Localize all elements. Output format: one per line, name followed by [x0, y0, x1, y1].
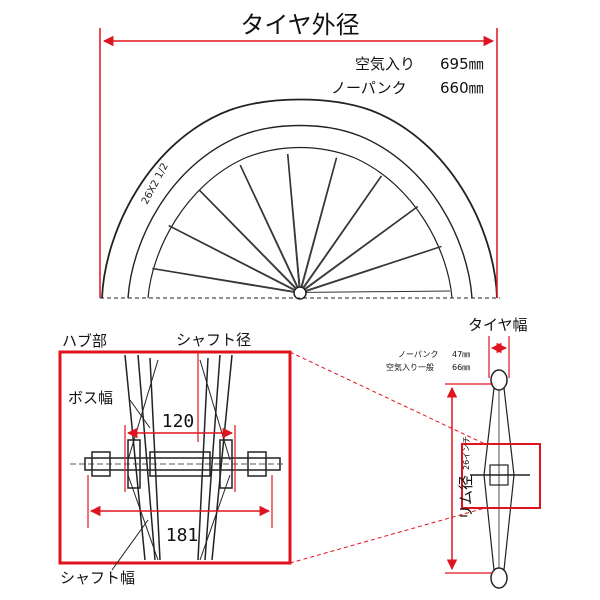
spoke	[305, 245, 442, 292]
spec-label-airless: ノーパンク	[331, 79, 407, 97]
spoke	[168, 225, 295, 291]
width-label-pneumatic: 空気入り一般	[386, 362, 434, 372]
spoke	[301, 157, 338, 288]
tire-marking: 26X2 1/2	[140, 161, 171, 206]
spoke	[198, 189, 296, 290]
tire-bottom	[490, 567, 508, 589]
spoke	[305, 290, 450, 293]
boss-width-label: ボス幅	[68, 389, 113, 407]
spoke	[152, 267, 295, 292]
hub-drawing	[70, 354, 286, 561]
spec-value-pneumatic: 695㎜	[440, 55, 484, 73]
spoke	[198, 189, 297, 289]
hub-detail-frame	[58, 350, 292, 565]
spoke	[286, 153, 300, 288]
spec-label-pneumatic: 空気入り	[355, 55, 415, 73]
spoke	[300, 157, 337, 288]
spoke	[304, 206, 419, 291]
outer-diameter-specs: 空気入り 695㎜ ノーパンク 660㎜	[331, 55, 484, 97]
shaft-width-label: シャフト幅	[60, 569, 135, 587]
boss-width-value: 120	[162, 411, 195, 432]
tire-width-specs: ノーパンク 47㎜ 空気入り一般 66㎜	[386, 350, 470, 372]
spoke	[239, 164, 298, 288]
rim-diameter-label: リム径 26インチ	[457, 436, 475, 520]
tire-width-label: タイヤ幅	[468, 316, 528, 334]
width-label-airless: ノーパンク	[398, 350, 438, 359]
right-nut	[247, 451, 267, 477]
title: タイヤ外径	[240, 11, 359, 39]
rim-label: リム径	[457, 475, 475, 520]
hub-detail-box: 120 181	[58, 350, 292, 565]
tire-inner-arc	[127, 124, 473, 299]
spoke	[302, 175, 382, 288]
spokes	[152, 153, 450, 293]
shaft-width-value: 181	[166, 525, 199, 546]
hub-center	[293, 286, 307, 300]
tire-width-dimension	[488, 336, 510, 378]
rim-arc	[147, 146, 453, 299]
side-hub-detail-frame	[461, 443, 541, 509]
spoke	[305, 246, 442, 292]
rim-size: 26インチ	[462, 436, 471, 470]
spoke	[168, 224, 296, 291]
shaft-diameter-label: シャフト径	[176, 331, 251, 349]
spoke	[152, 268, 295, 293]
rim-diameter-dimension	[445, 383, 493, 574]
spec-value-airless: 660㎜	[440, 79, 484, 97]
spoke	[304, 205, 418, 290]
wheel-top-view: 26X2 1/2	[100, 98, 500, 300]
tire-top	[490, 369, 508, 391]
width-value-airless: 47㎜	[452, 350, 470, 359]
hub-label: ハブ部	[62, 332, 107, 350]
spoke	[240, 164, 299, 288]
width-value-pneumatic: 66㎜	[452, 363, 470, 372]
outer-diameter-dimension	[99, 28, 498, 298]
tire-outer-arc	[101, 98, 498, 299]
spoke	[287, 153, 301, 288]
spoke	[303, 175, 383, 289]
wheel-side-view	[470, 369, 530, 589]
